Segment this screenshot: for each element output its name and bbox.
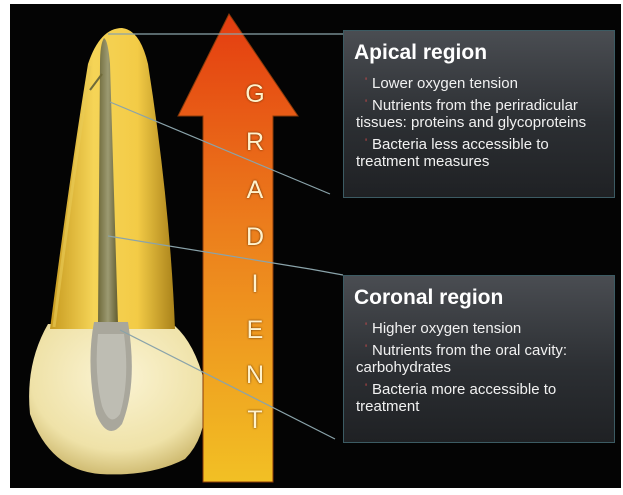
bullet-mark-icon: ' (365, 341, 367, 358)
bullet-mark-icon: ' (365, 74, 367, 91)
bullet-mark-icon: ' (365, 319, 367, 336)
apical-bullet: 'Nutrients from the periradicular tissue… (356, 97, 614, 131)
apical-bullet: 'Lower oxygen tension (356, 75, 614, 92)
coronal-bullet: 'Nutrients from the oral cavity: carbohy… (356, 342, 614, 376)
gradient-letter-d: D (235, 223, 275, 252)
coronal-region-title: Coronal region (354, 286, 503, 310)
gradient-letter-i: I (235, 270, 275, 299)
coronal-region-list: 'Higher oxygen tension 'Nutrients from t… (356, 320, 614, 420)
gradient-letter-a: A (235, 176, 275, 205)
gradient-letter-e: E (235, 316, 275, 345)
apical-region-title: Apical region (354, 41, 487, 65)
bullet-mark-icon: ' (365, 96, 367, 113)
figure-frame: G R A D I E N T Apical region 'Lower oxy… (10, 4, 621, 488)
coronal-bullet: 'Higher oxygen tension (356, 320, 614, 337)
gradient-letter-g: G (235, 80, 275, 109)
bullet-mark-icon: ' (365, 380, 367, 397)
gradient-letter-t: T (235, 406, 275, 435)
coronal-region-panel: Coronal region 'Higher oxygen tension 'N… (343, 275, 615, 443)
apical-region-panel: Apical region 'Lower oxygen tension 'Nut… (343, 30, 615, 198)
gradient-letter-n: N (235, 361, 275, 390)
apical-region-list: 'Lower oxygen tension 'Nutrients from th… (356, 75, 614, 175)
bullet-mark-icon: ' (365, 135, 367, 152)
coronal-bullet: 'Bacteria more accessible to treatment (356, 381, 614, 415)
gradient-letter-r: R (235, 128, 275, 157)
apical-bullet: 'Bacteria less accessible to treatment m… (356, 136, 614, 170)
